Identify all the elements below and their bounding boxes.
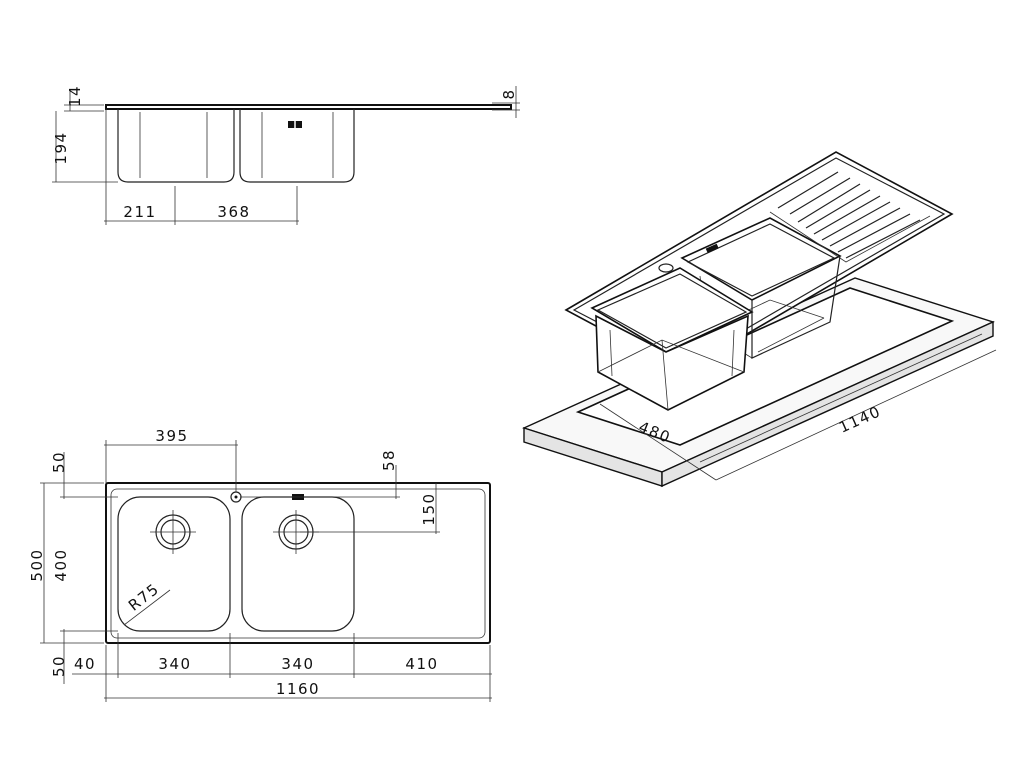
dim-bowl2-width: 340 xyxy=(281,655,314,673)
dim-top-margin: 50 xyxy=(50,451,68,473)
side-deck xyxy=(105,104,512,110)
dim-waste-offset: 211 xyxy=(123,203,156,221)
iso-overflow xyxy=(705,243,719,254)
dim-drainer-thickness: 8 xyxy=(500,88,518,99)
dim-tap-offset-x: 395 xyxy=(155,427,188,445)
plan-view: 395 58 150 50 500 400 50 R75 40 34 xyxy=(28,427,492,702)
dim-cutout-width: 1140 xyxy=(836,402,884,436)
dim-rim-thickness: 14 xyxy=(66,85,84,107)
iso-bowl-left xyxy=(590,267,754,411)
side-bowl-left xyxy=(117,109,235,183)
side-view: 14 194 8 211 368 xyxy=(52,85,520,225)
dim-overall-depth: 500 xyxy=(28,548,46,581)
dim-tap-hole-offset: 58 xyxy=(380,449,398,471)
dim-bowl-depth-plan: 400 xyxy=(52,548,70,581)
iso-view: 480 1140 xyxy=(522,151,997,488)
iso-drainer xyxy=(769,171,931,263)
plan-outline xyxy=(105,482,491,644)
dim-waste-spacing: 368 xyxy=(217,203,250,221)
dim-waste-center-y: 150 xyxy=(420,492,438,525)
dim-bowl-depth-side: 194 xyxy=(52,131,70,164)
dim-drainer-width: 410 xyxy=(405,655,438,673)
plan-bowl-right xyxy=(241,496,355,632)
dim-left-margin: 40 xyxy=(74,655,96,673)
side-bowl-right xyxy=(239,109,355,183)
iso-tap-hole xyxy=(658,263,674,273)
dim-bottom-margin: 50 xyxy=(50,655,68,677)
dim-overall-width: 1160 xyxy=(276,680,320,698)
plan-waste-left xyxy=(150,510,196,554)
plan-bowl-left xyxy=(117,496,231,632)
dim-bowl1-width: 340 xyxy=(158,655,191,673)
